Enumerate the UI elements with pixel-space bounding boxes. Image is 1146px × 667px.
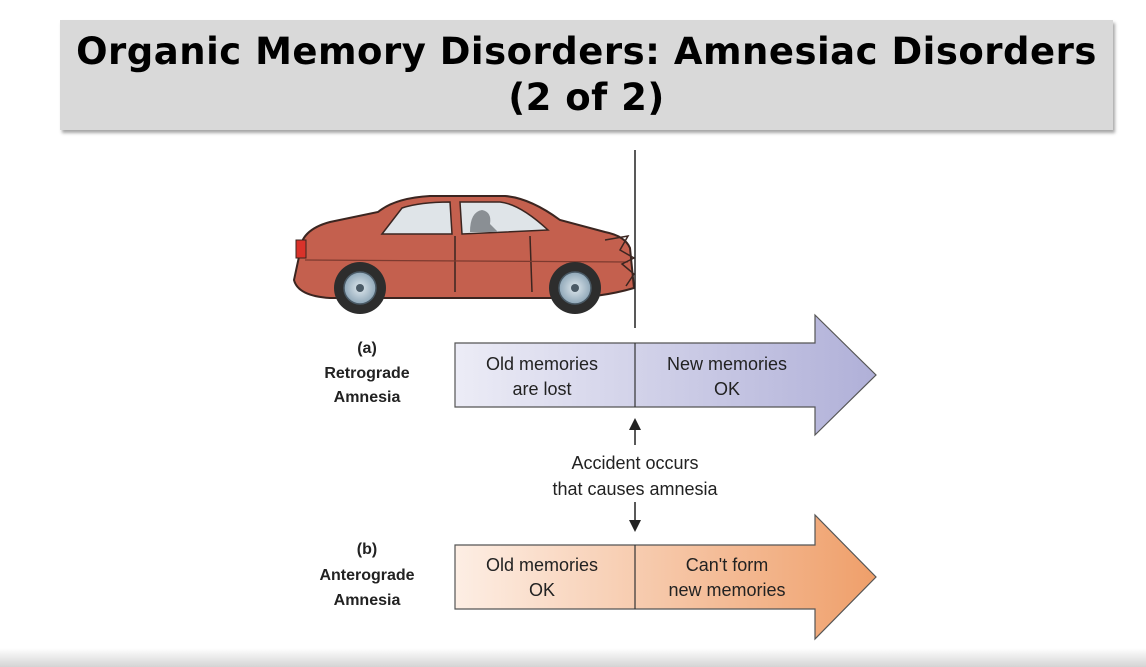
accident-line1: Accident occurs <box>571 453 698 473</box>
accident-line2: that causes amnesia <box>552 479 718 499</box>
retrograde-right-line2: OK <box>714 379 740 399</box>
amnesia-diagram: (a) Retrograde Amnesia Old memories are … <box>0 140 1146 645</box>
retrograde-left-line1: Old memories <box>486 354 598 374</box>
anterograde-label-line2: Amnesia <box>334 592 401 609</box>
retrograde-left-line2: are lost <box>512 379 571 399</box>
anterograde-left-line2: OK <box>529 580 555 600</box>
crashed-car-illustration <box>292 195 636 314</box>
retrograde-arrow <box>454 313 877 437</box>
anterograde-right-line2: new memories <box>668 580 785 600</box>
retrograde-right-line1: New memories <box>667 354 787 374</box>
anterograde-right-line1: Can't form <box>686 555 768 575</box>
retrograde-letter: (a) <box>357 340 377 357</box>
slide-bottom-edge <box>0 648 1146 667</box>
anterograde-arrow <box>454 513 877 641</box>
title-bar: Organic Memory Disorders: Amnesiac Disor… <box>60 20 1113 130</box>
anterograde-left-line1: Old memories <box>486 555 598 575</box>
retrograde-label-line2: Amnesia <box>334 389 401 406</box>
accident-up-arrow <box>629 418 641 445</box>
anterograde-letter: (b) <box>357 541 377 558</box>
slide-title: Organic Memory Disorders: Amnesiac Disor… <box>76 30 1097 119</box>
accident-down-arrow <box>629 502 641 532</box>
retrograde-label-line1: Retrograde <box>324 365 409 382</box>
anterograde-label-line1: Anterograde <box>319 567 414 584</box>
